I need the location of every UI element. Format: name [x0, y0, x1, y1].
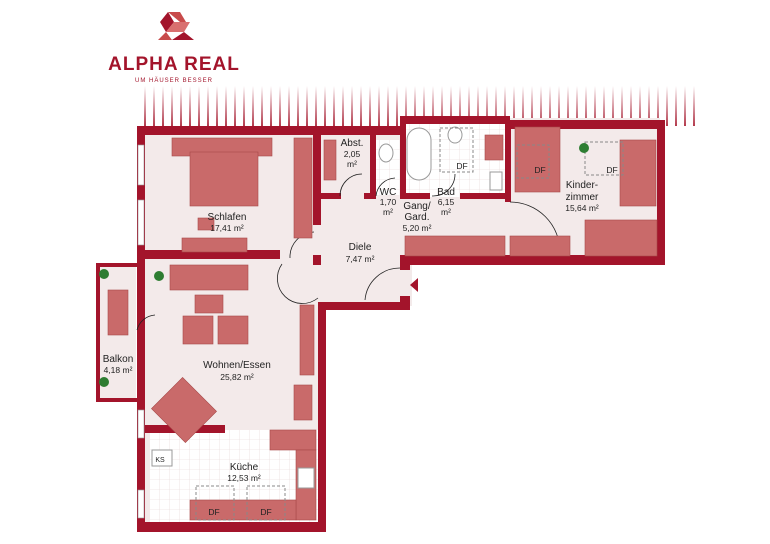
room-name-kinder-2: zimmer: [566, 192, 599, 203]
room-area-schlafen: 17,41 m²: [210, 223, 244, 233]
bed-double: [189, 151, 259, 207]
room-area-abst: 2,05: [344, 149, 361, 159]
furniture: [107, 126, 658, 521]
room-area-unit: m²: [347, 159, 357, 169]
plant-icons: [99, 143, 589, 387]
kid-bed-right: [619, 139, 657, 207]
room-name-bad: Bad: [437, 187, 455, 198]
room-area-diele: 7,47 m²: [346, 254, 375, 264]
ks-label: KS: [155, 457, 165, 464]
room-name-gang: Gang/: [403, 201, 430, 212]
armchair-right: [217, 315, 249, 345]
room-area-unit: m²: [383, 207, 393, 217]
room-name-schlafen: Schlafen: [208, 212, 247, 223]
wardrobe-hall: [404, 235, 506, 257]
balcony-table: [107, 289, 129, 336]
room-name-kueche: Küche: [230, 462, 259, 473]
room-name-diele: Diele: [349, 242, 372, 253]
room-name-kinder: Kinder-: [566, 180, 598, 191]
room-area-bad: 6,15: [438, 197, 455, 207]
wardrobe-side: [293, 137, 313, 239]
sofa: [169, 264, 249, 291]
walls: [96, 116, 665, 532]
room-area-kueche: 12,53 m²: [227, 473, 261, 483]
desk: [181, 237, 248, 253]
entrance-arrow-icon: [410, 278, 418, 292]
kid-bed-bottom: [584, 219, 658, 257]
room-area-gang: 5,20 m²: [403, 223, 432, 233]
room-name-wohnen: Wohnen/Essen: [203, 360, 271, 371]
room-name-balkon: Balkon: [103, 354, 134, 365]
room-name-wc: WC: [380, 187, 397, 198]
kitchen-counter-top: [269, 429, 317, 451]
bathroom-fixtures: [151, 126, 503, 489]
skylights: [195, 127, 624, 521]
kid-desk: [514, 126, 561, 193]
brand-tagline: UM HÄUSER BESSER: [135, 77, 213, 84]
storage-shelf: [323, 139, 337, 181]
room-area-wc: 1,70: [380, 197, 397, 207]
room-area-balkon: 4,18 m²: [104, 365, 133, 375]
df-label: DF: [534, 165, 545, 175]
room-name-abst: Abst.: [341, 138, 364, 149]
df-label: DF: [606, 165, 617, 175]
desk-chair: [197, 217, 215, 231]
brand-logo: ALPHA REAL UM HÄUSER BESSER: [108, 12, 240, 84]
bath-cabinet: [484, 134, 504, 161]
coffee-table: [194, 294, 224, 314]
windows: [137, 144, 145, 519]
tv-cabinet: [299, 304, 315, 376]
sideboard: [293, 384, 313, 421]
df-label: DF: [260, 507, 271, 517]
df-label: DF: [208, 507, 219, 517]
room-name-gang-2: Gard.: [404, 212, 429, 223]
dining-table: [151, 377, 217, 443]
room-area-kinder: 15,64 m²: [565, 203, 599, 213]
room-area-unit: m²: [441, 207, 451, 217]
df-label: DF: [456, 161, 467, 171]
brand-name: ALPHA REAL: [108, 54, 240, 75]
kitchen-counter-bottom: [189, 499, 297, 521]
room-area-wohnen: 25,82 m²: [220, 372, 254, 382]
armchair-left: [182, 315, 214, 345]
dresser: [509, 235, 571, 257]
